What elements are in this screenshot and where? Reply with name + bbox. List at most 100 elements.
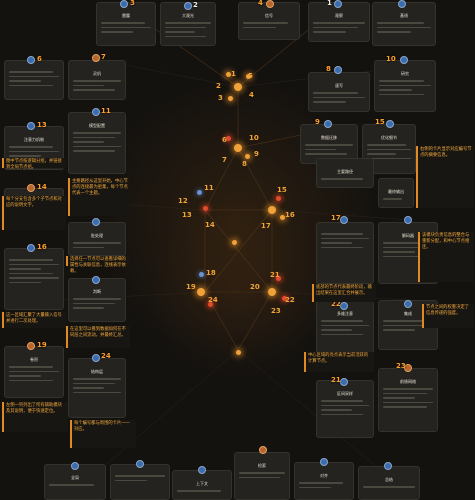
avatar <box>27 122 35 130</box>
card-left-6[interactable] <box>4 60 64 100</box>
card-title: 前馈网络 <box>400 379 416 384</box>
avatar <box>27 184 35 192</box>
annotation-note: 选择任一节点可以查看详细的属性与关联信息，连线表示依赖。 <box>66 256 130 274</box>
node-label: 16 <box>285 211 295 219</box>
graph-node-17[interactable] <box>276 276 281 281</box>
card-context[interactable]: 上下文 <box>172 470 232 500</box>
graph-node-14[interactable] <box>197 288 205 296</box>
card-title: 解码器 <box>402 233 414 238</box>
card-title: 灵机 <box>93 71 101 76</box>
card-title: 检索 <box>258 463 266 468</box>
node-label: 21 <box>270 271 280 279</box>
annotation-note: 节点之间的权重决定了信息传递的强度。 <box>422 304 474 328</box>
card-right-17[interactable] <box>316 222 374 284</box>
card-title: 卷积 <box>30 357 38 362</box>
card-title: 研究 <box>401 71 409 76</box>
node-label: 15 <box>277 186 287 194</box>
card-research[interactable]: 研究 <box>374 60 436 112</box>
avatar <box>27 56 35 64</box>
avatar <box>400 56 408 64</box>
graph-node-9[interactable] <box>203 206 208 211</box>
avatar <box>184 2 192 10</box>
graph-node-7[interactable] <box>245 154 250 159</box>
card-title: 模型配置 <box>89 123 105 128</box>
card-batch[interactable]: 批处理 <box>68 222 126 256</box>
annotation-note: 主要路径从这里开始，中心节点的连接最为密集，每个节点代表一个主题。 <box>68 178 130 216</box>
card-main-path[interactable]: 主要路径 <box>316 158 374 188</box>
card-badge: 6 <box>37 55 42 63</box>
annotation-note: 底部的节点代表最终阶段，输出结果在这里汇合并展示。 <box>312 284 376 302</box>
graph-node-13[interactable] <box>199 272 204 277</box>
annotation-note: 每个编号都与周围的卡片一一对应。 <box>70 420 136 448</box>
card-title: 观察 <box>335 13 343 18</box>
node-label: 13 <box>182 211 192 219</box>
annotation-note: 图中节点按逻辑分组，并链接到全局节点组。 <box>2 158 66 170</box>
avatar <box>334 0 342 8</box>
card-title: 主要路径 <box>337 169 353 174</box>
avatar <box>324 120 332 128</box>
card-title: 对齐 <box>320 473 328 478</box>
card-title: 全局 <box>71 475 79 480</box>
graph-node-3[interactable] <box>246 74 251 79</box>
card-sketch[interactable]: 速写 <box>308 72 370 112</box>
card-observe[interactable]: 观察 <box>308 2 370 42</box>
avatar <box>266 0 274 8</box>
card-summary[interactable]: 总结 <box>358 466 420 500</box>
graph-node-10[interactable] <box>268 206 276 214</box>
card-badge: 7 <box>101 53 106 61</box>
card-align[interactable]: 对齐 <box>294 462 354 500</box>
avatar <box>27 244 35 252</box>
avatar <box>120 0 128 8</box>
node-label: 24 <box>208 296 218 304</box>
card-migration[interactable]: 数据迁移 <box>300 124 358 164</box>
graph-node-2[interactable] <box>226 72 231 77</box>
card-retrieve[interactable]: 检索 <box>234 452 290 500</box>
card-ffn[interactable]: 前馈网络 <box>378 368 438 432</box>
card-final-output[interactable]: 最终输出 <box>378 178 414 208</box>
node-label: 19 <box>186 283 196 291</box>
card-title: 集成 <box>404 311 412 316</box>
card-badge: 11 <box>101 107 111 115</box>
node-label: 20 <box>250 283 260 291</box>
node-label: 10 <box>249 134 259 142</box>
card-model-config[interactable]: 模型配置 <box>68 112 126 174</box>
card-judge[interactable]: 判断 <box>68 278 126 322</box>
card-insight[interactable]: 灵机 <box>68 60 126 100</box>
card-badge: 23 <box>396 362 406 370</box>
node-label: 22 <box>285 296 295 304</box>
graph-node-11[interactable] <box>276 196 281 201</box>
avatar <box>384 462 392 470</box>
card-badge: 10 <box>386 55 396 63</box>
graph-node-20[interactable] <box>236 350 241 355</box>
card-badge: 21 <box>331 376 341 384</box>
graph-node-8[interactable] <box>197 190 202 195</box>
graph-node-16[interactable] <box>268 288 276 296</box>
card-interval[interactable]: 区间采样 <box>316 380 374 438</box>
avatar <box>92 276 100 284</box>
card-global[interactable]: 全局 <box>44 464 106 500</box>
card-structure[interactable]: 结构层 <box>68 358 126 418</box>
avatar <box>320 458 328 466</box>
node-label: 2 <box>216 82 221 90</box>
card-badge: 14 <box>37 183 47 191</box>
card-title: 基线 <box>400 13 408 18</box>
card-bottom-2[interactable] <box>110 464 170 500</box>
graph-node-19[interactable] <box>232 240 237 245</box>
graph-node-12[interactable] <box>280 215 285 220</box>
graph-node-1[interactable] <box>234 83 242 91</box>
card-conv[interactable]: 卷积 <box>4 346 64 398</box>
graph-node-15[interactable] <box>208 302 213 307</box>
card-baseline[interactable]: 基线 <box>372 2 436 46</box>
node-label: 23 <box>271 307 281 315</box>
card-badge: 8 <box>326 65 331 73</box>
graph-node-4[interactable] <box>228 96 233 101</box>
card-thunder[interactable]: 雷霆 <box>96 2 156 46</box>
avatar <box>92 218 100 226</box>
graph-node-18[interactable] <box>282 296 287 301</box>
graph-node-6[interactable] <box>226 136 231 141</box>
node-label: 9 <box>254 150 259 158</box>
card-left-16[interactable] <box>4 248 64 310</box>
graph-node-5[interactable] <box>234 144 242 152</box>
node-label: 11 <box>204 184 214 192</box>
card-badge: 22 <box>331 300 341 308</box>
